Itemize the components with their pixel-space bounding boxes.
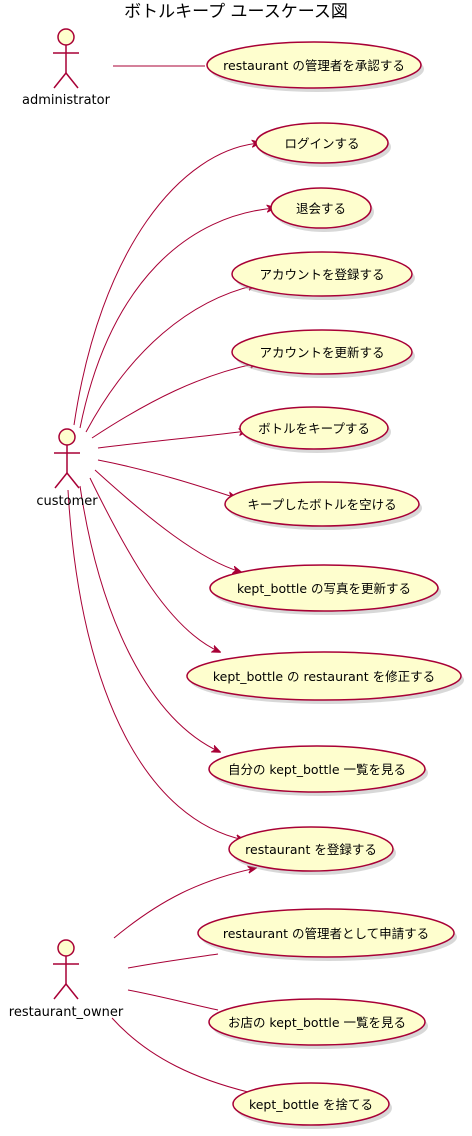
actor-label-administrator: administrator <box>22 93 111 108</box>
actor-label-restaurant-owner: restaurant_owner <box>9 1005 124 1020</box>
link-owner-shop-list <box>127 989 219 1011</box>
usecase-login: ログインする <box>255 122 391 167</box>
link-customer-update-account <box>91 363 258 439</box>
link-customer-register-account <box>85 285 256 433</box>
usecase-shop-list: お店の kept_bottle 一覧を見る <box>208 998 428 1049</box>
actor-restaurant-owner: restaurant_owner <box>9 939 124 1020</box>
usecase-label: restaurant の管理者を承認する <box>223 58 405 73</box>
usecase-label: restaurant の管理者として申請する <box>223 926 429 941</box>
actor-head <box>58 428 76 446</box>
link-owner-discard <box>111 1017 249 1093</box>
usecase-register-restaurant: restaurant を登録する <box>228 826 396 875</box>
usecase-apply-manager: restaurant の管理者として申請する <box>197 908 457 961</box>
usecase-label: ログインする <box>284 136 359 151</box>
link-owner-register-restaurant <box>113 868 256 939</box>
usecase-register-account: アカウントを登録する <box>231 251 415 300</box>
usecase-label: kept_bottle の写真を更新する <box>237 581 411 596</box>
usecase-label: アカウントを更新する <box>259 345 384 360</box>
usecase-discard: kept_bottle を捨てる <box>232 1082 392 1129</box>
usecase-label: 自分の kept_bottle 一覧を見る <box>228 762 406 777</box>
usecase-label: kept_bottle の restaurant を修正する <box>213 669 435 684</box>
usecase-empty-bottle: キープしたボトルを空ける <box>224 481 422 530</box>
link-customer-fix-restaurant <box>89 477 220 652</box>
usecase-label: キープしたボトルを空ける <box>247 497 396 512</box>
link-customer-own-list <box>79 485 220 752</box>
usecase-label: ボトルをキープする <box>258 421 370 436</box>
link-customer-register-restaurant <box>67 489 244 840</box>
link-customer-login <box>73 143 260 426</box>
usecase-approve-manager: restaurant の管理者を承認する <box>206 41 424 92</box>
actor-head <box>57 28 75 46</box>
usecase-label: お店の kept_bottle 一覧を見る <box>228 1015 406 1030</box>
usecase-withdraw: 退会する <box>270 187 374 232</box>
usecase-fix-restaurant: kept_bottle の restaurant を修正する <box>186 651 464 704</box>
usecase-update-account: アカウントを更新する <box>231 329 415 378</box>
diagram-title: ボトルキープ ユースケース図 <box>124 2 348 22</box>
usecase-keep-bottle: ボトルをキープする <box>239 406 391 453</box>
actor-label-customer: customer <box>36 494 98 509</box>
usecase-label: アカウントを登録する <box>259 267 384 282</box>
actor-head <box>57 939 75 957</box>
link-customer-withdraw <box>79 208 275 429</box>
usecase-label: 退会する <box>296 201 346 216</box>
actor-administrator: administrator <box>22 28 111 108</box>
link-customer-empty-bottle <box>97 459 236 498</box>
link-owner-apply-manager <box>127 953 219 969</box>
usecase-label: kept_bottle を捨てる <box>249 1097 373 1112</box>
usecase-own-list: 自分の kept_bottle 一覧を見る <box>208 745 428 796</box>
actor-customer: customer <box>36 428 98 509</box>
link-customer-keep-bottle <box>97 431 247 449</box>
link-customer-update-photo <box>94 469 241 572</box>
usecase-label: restaurant を登録する <box>245 842 377 857</box>
usecase-update-photo: kept_bottle の写真を更新する <box>209 564 441 615</box>
